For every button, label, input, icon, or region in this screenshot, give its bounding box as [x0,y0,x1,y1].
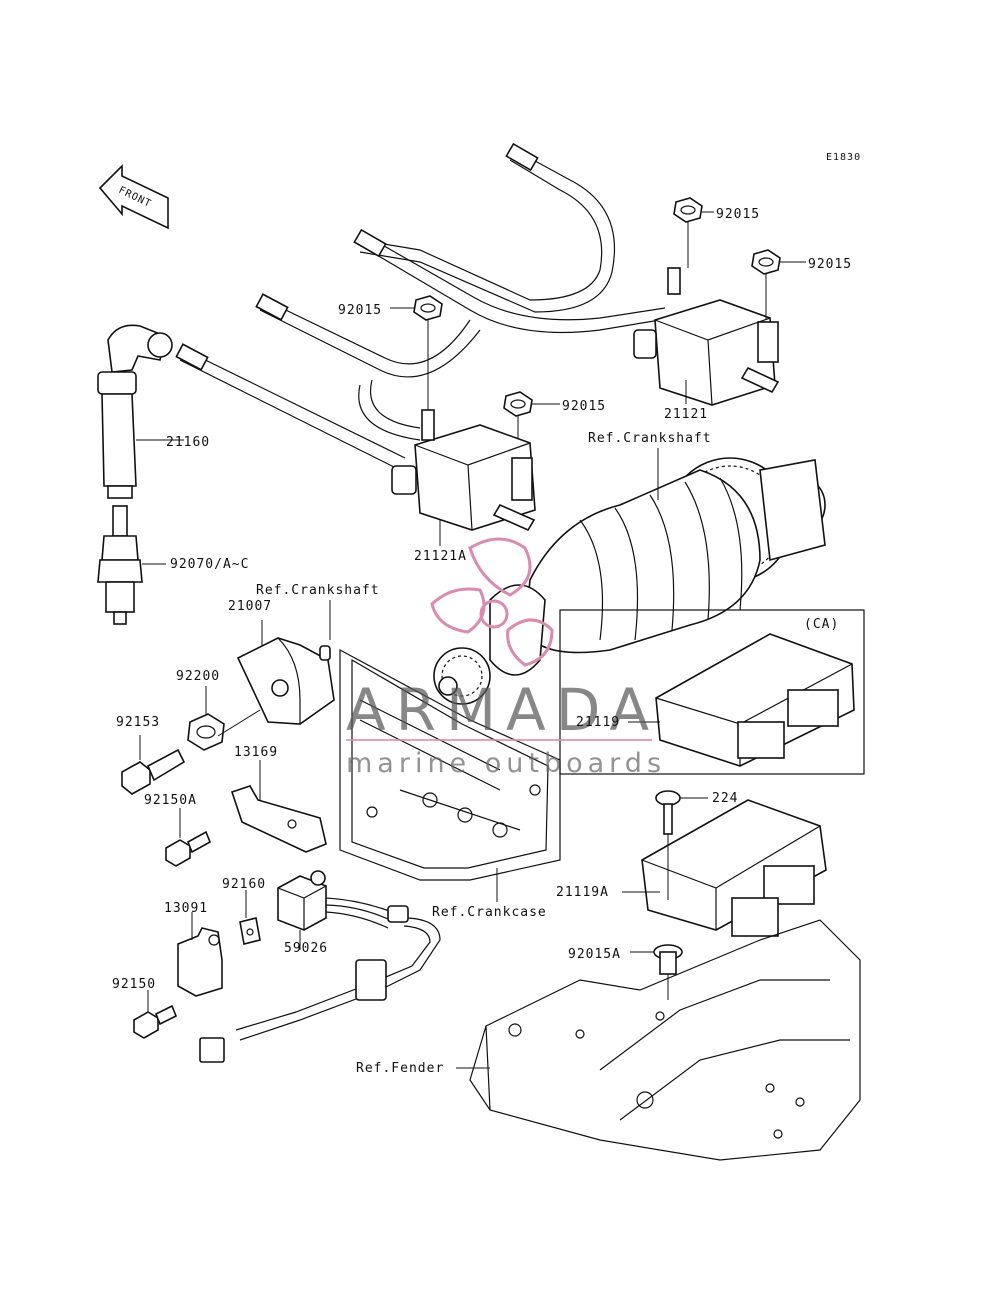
label-ref-crankcase: Ref.Crankcase [432,905,547,920]
label-21119A: 21119A [556,885,609,900]
nut-92015-a-icon [673,197,703,268]
label-92015-d: 92015 [562,399,606,414]
watermark-subtitle: marine outboards [346,748,666,779]
bolt-92153-icon [121,735,186,795]
label-21007: 21007 [228,599,272,614]
rotor-plate-21007 [236,600,335,725]
collar-92015A-icon [630,944,683,1000]
pickup-coil-59026 [199,870,441,1063]
label-ref-fender: Ref.Fender [356,1061,444,1076]
nut-92015-d-icon [503,391,533,460]
ignition-cables [175,142,666,471]
label-92200: 92200 [176,669,220,684]
ecu-21119 [628,633,855,767]
label-59026: 59026 [284,941,328,956]
watermark: ARMADA marine outboards [346,537,666,779]
nut-92200-icon [187,686,261,751]
label-92015-a: 92015 [716,207,760,222]
label-92150: 92150 [112,977,156,992]
bracket-13169 [230,760,327,853]
ignition-coil-21121 [633,267,780,406]
label-13091: 13091 [164,901,208,916]
label-ref-crankshaft-left: Ref.Crankshaft [256,583,380,598]
label-92160: 92160 [222,877,266,892]
bolt-92150-icon [133,990,178,1039]
label-21121A: 21121A [414,549,467,564]
bolt-92150A-icon [165,808,212,867]
nut-92015-c-icon [413,295,443,410]
label-13169: 13169 [234,745,278,760]
label-92015A: 92015A [568,947,621,962]
armada-logo-icon [430,537,554,667]
label-224: 224 [712,791,738,806]
ca-variant-box: (CA) [559,609,865,775]
label-ref-crankshaft-top: Ref.Crankshaft [588,431,712,446]
label-92015-b: 92015 [808,257,852,272]
nut-92015-b-icon [751,249,781,320]
ca-label: (CA) [804,617,839,632]
diagram-code: E1830 [826,152,861,163]
ecu-21119A [622,799,827,937]
part-labels: 92015 92015 92015 92015 21121 Ref.Cranks… [112,207,852,1076]
bolt-224-icon [655,790,708,835]
spark-plug-cap-21160 [97,324,184,499]
label-92015-c: 92015 [338,303,382,318]
bracket-13091 [177,912,223,997]
plate-92160 [239,890,261,945]
fender-outline [456,919,861,1161]
ignition-coil-21121A [391,409,536,532]
spark-plug-92070 [97,505,166,625]
label-92070: 92070/A~C [170,557,249,572]
watermark-title: ARMADA [346,676,659,744]
label-92150A: 92150A [144,793,197,808]
front-arrow-icon: FRONT [98,164,169,230]
label-92153: 92153 [116,715,160,730]
label-21121: 21121 [664,407,708,422]
label-21160: 21160 [166,435,210,450]
crankcase-outline [339,648,561,902]
label-21119: 21119 [576,715,620,730]
